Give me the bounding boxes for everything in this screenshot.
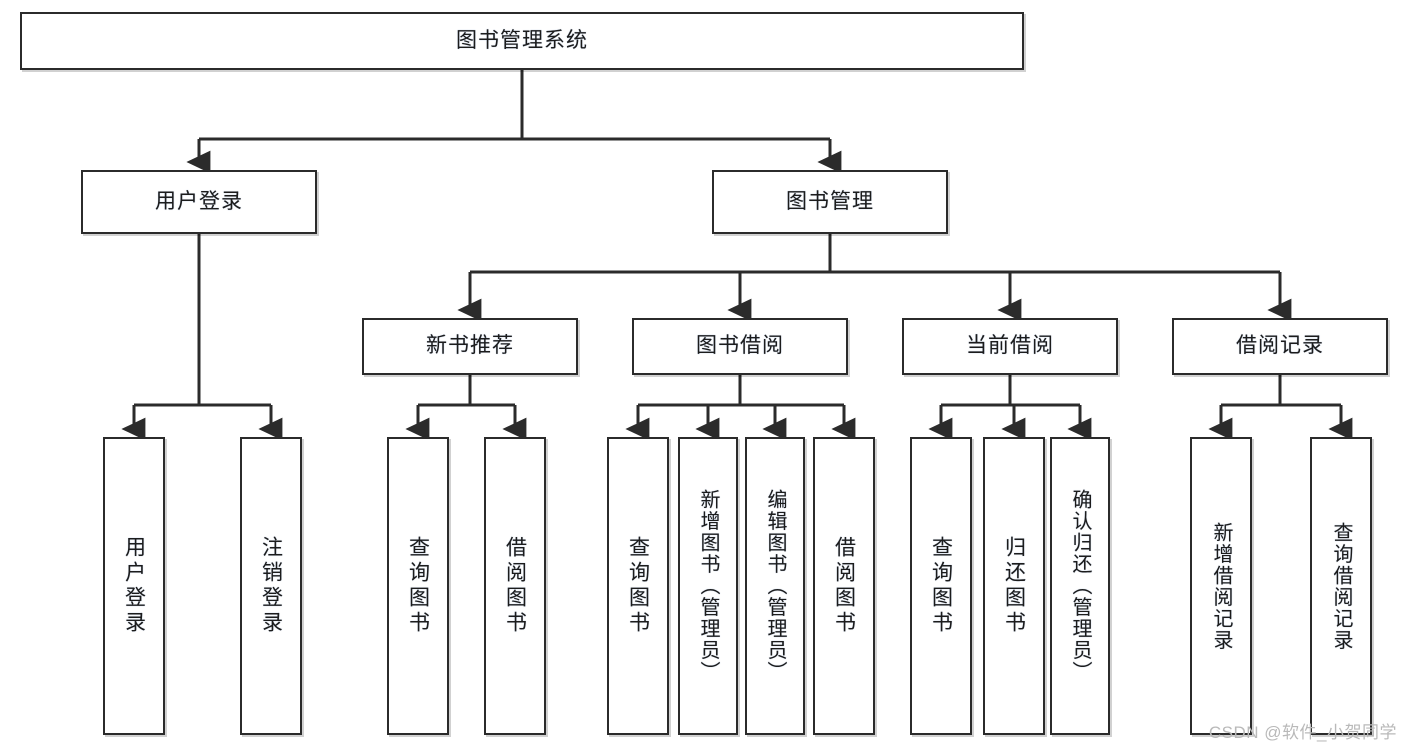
leaf-user-login[interactable]: 用户登录 (103, 437, 165, 735)
leaf-borrow-book-1-label: 借阅图书 (503, 536, 527, 636)
node-book-manage[interactable]: 图书管理 (712, 170, 948, 234)
node-user-login-label: 用户登录 (155, 189, 243, 213)
leaf-add-book-admin-label: 新增图书（管理员） (697, 489, 719, 683)
leaf-add-book-admin[interactable]: 新增图书（管理员） (678, 437, 738, 735)
leaf-confirm-return-admin[interactable]: 确认归还（管理员） (1050, 437, 1110, 735)
leaf-user-login-label: 用户登录 (122, 536, 146, 636)
leaf-query-borrow-record[interactable]: 查询借阅记录 (1310, 437, 1372, 735)
leaf-logout-label: 注销登录 (259, 536, 283, 636)
leaf-borrow-book-1[interactable]: 借阅图书 (484, 437, 546, 735)
leaf-query-book-3-label: 查询图书 (929, 536, 953, 636)
node-borrow-record[interactable]: 借阅记录 (1172, 318, 1388, 375)
node-new-book-recommend-label: 新书推荐 (426, 334, 514, 358)
leaf-return-book[interactable]: 归还图书 (983, 437, 1045, 735)
node-book-borrow[interactable]: 图书借阅 (632, 318, 848, 375)
leaf-borrow-book-2-label: 借阅图书 (832, 536, 856, 636)
leaf-query-book-3[interactable]: 查询图书 (910, 437, 972, 735)
node-book-manage-label: 图书管理 (786, 189, 874, 213)
node-user-login[interactable]: 用户登录 (81, 170, 317, 234)
leaf-query-borrow-record-label: 查询借阅记录 (1330, 521, 1352, 651)
leaf-edit-book-admin[interactable]: 编辑图书（管理员） (745, 437, 805, 735)
leaf-add-borrow-record[interactable]: 新增借阅记录 (1190, 437, 1252, 735)
node-root-system[interactable]: 图书管理系统 (20, 12, 1024, 70)
leaf-borrow-book-2[interactable]: 借阅图书 (813, 437, 875, 735)
node-root-label: 图书管理系统 (456, 28, 588, 52)
leaf-query-book-1[interactable]: 查询图书 (387, 437, 449, 735)
leaf-return-book-label: 归还图书 (1002, 536, 1026, 636)
node-current-borrow-label: 当前借阅 (966, 334, 1054, 358)
leaf-query-book-2-label: 查询图书 (626, 536, 650, 636)
leaf-query-book-2[interactable]: 查询图书 (607, 437, 669, 735)
csdn-watermark: CSDN @软件_小贺同学 (1208, 723, 1397, 742)
node-book-borrow-label: 图书借阅 (696, 334, 784, 358)
node-new-book-recommend[interactable]: 新书推荐 (362, 318, 578, 375)
leaf-edit-book-admin-label: 编辑图书（管理员） (764, 489, 786, 683)
node-borrow-record-label: 借阅记录 (1236, 334, 1324, 358)
leaf-query-book-1-label: 查询图书 (406, 536, 430, 636)
node-current-borrow[interactable]: 当前借阅 (902, 318, 1118, 375)
leaf-add-borrow-record-label: 新增借阅记录 (1210, 521, 1232, 651)
leaf-confirm-return-admin-label: 确认归还（管理员） (1069, 489, 1091, 683)
leaf-logout[interactable]: 注销登录 (240, 437, 302, 735)
